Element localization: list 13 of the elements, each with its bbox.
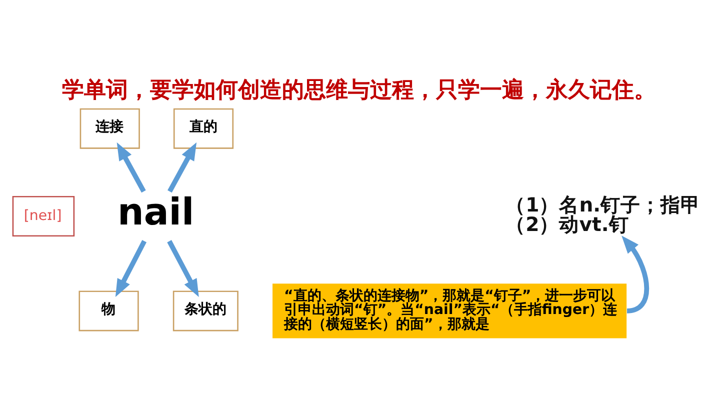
arrow — [115, 240, 147, 298]
node-box: 条状的 — [172, 290, 238, 332]
node-box: 物 — [78, 290, 139, 332]
arrow — [167, 240, 199, 297]
arrow — [116, 142, 146, 193]
node-box: 直的 — [173, 108, 234, 149]
node-text: nail — [117, 190, 194, 234]
node-box: 连接 — [80, 108, 140, 149]
node-box: “直的、条状的连接物”，那就是“钉子”，进一步可以引申出动词“钉”。当“nail”表示“（手指finger）连接的（横短竖长）的面”，那就是 — [272, 284, 627, 338]
node-box: [neɪl] — [12, 196, 75, 236]
node-text: （1）名n.钉子；指甲 （2）动vt.钉 — [506, 193, 701, 236]
diagram-title: 学单词，要学如何创造的思维与过程，只学一遍，永久记住。 — [62, 78, 656, 104]
arrow — [168, 142, 197, 193]
